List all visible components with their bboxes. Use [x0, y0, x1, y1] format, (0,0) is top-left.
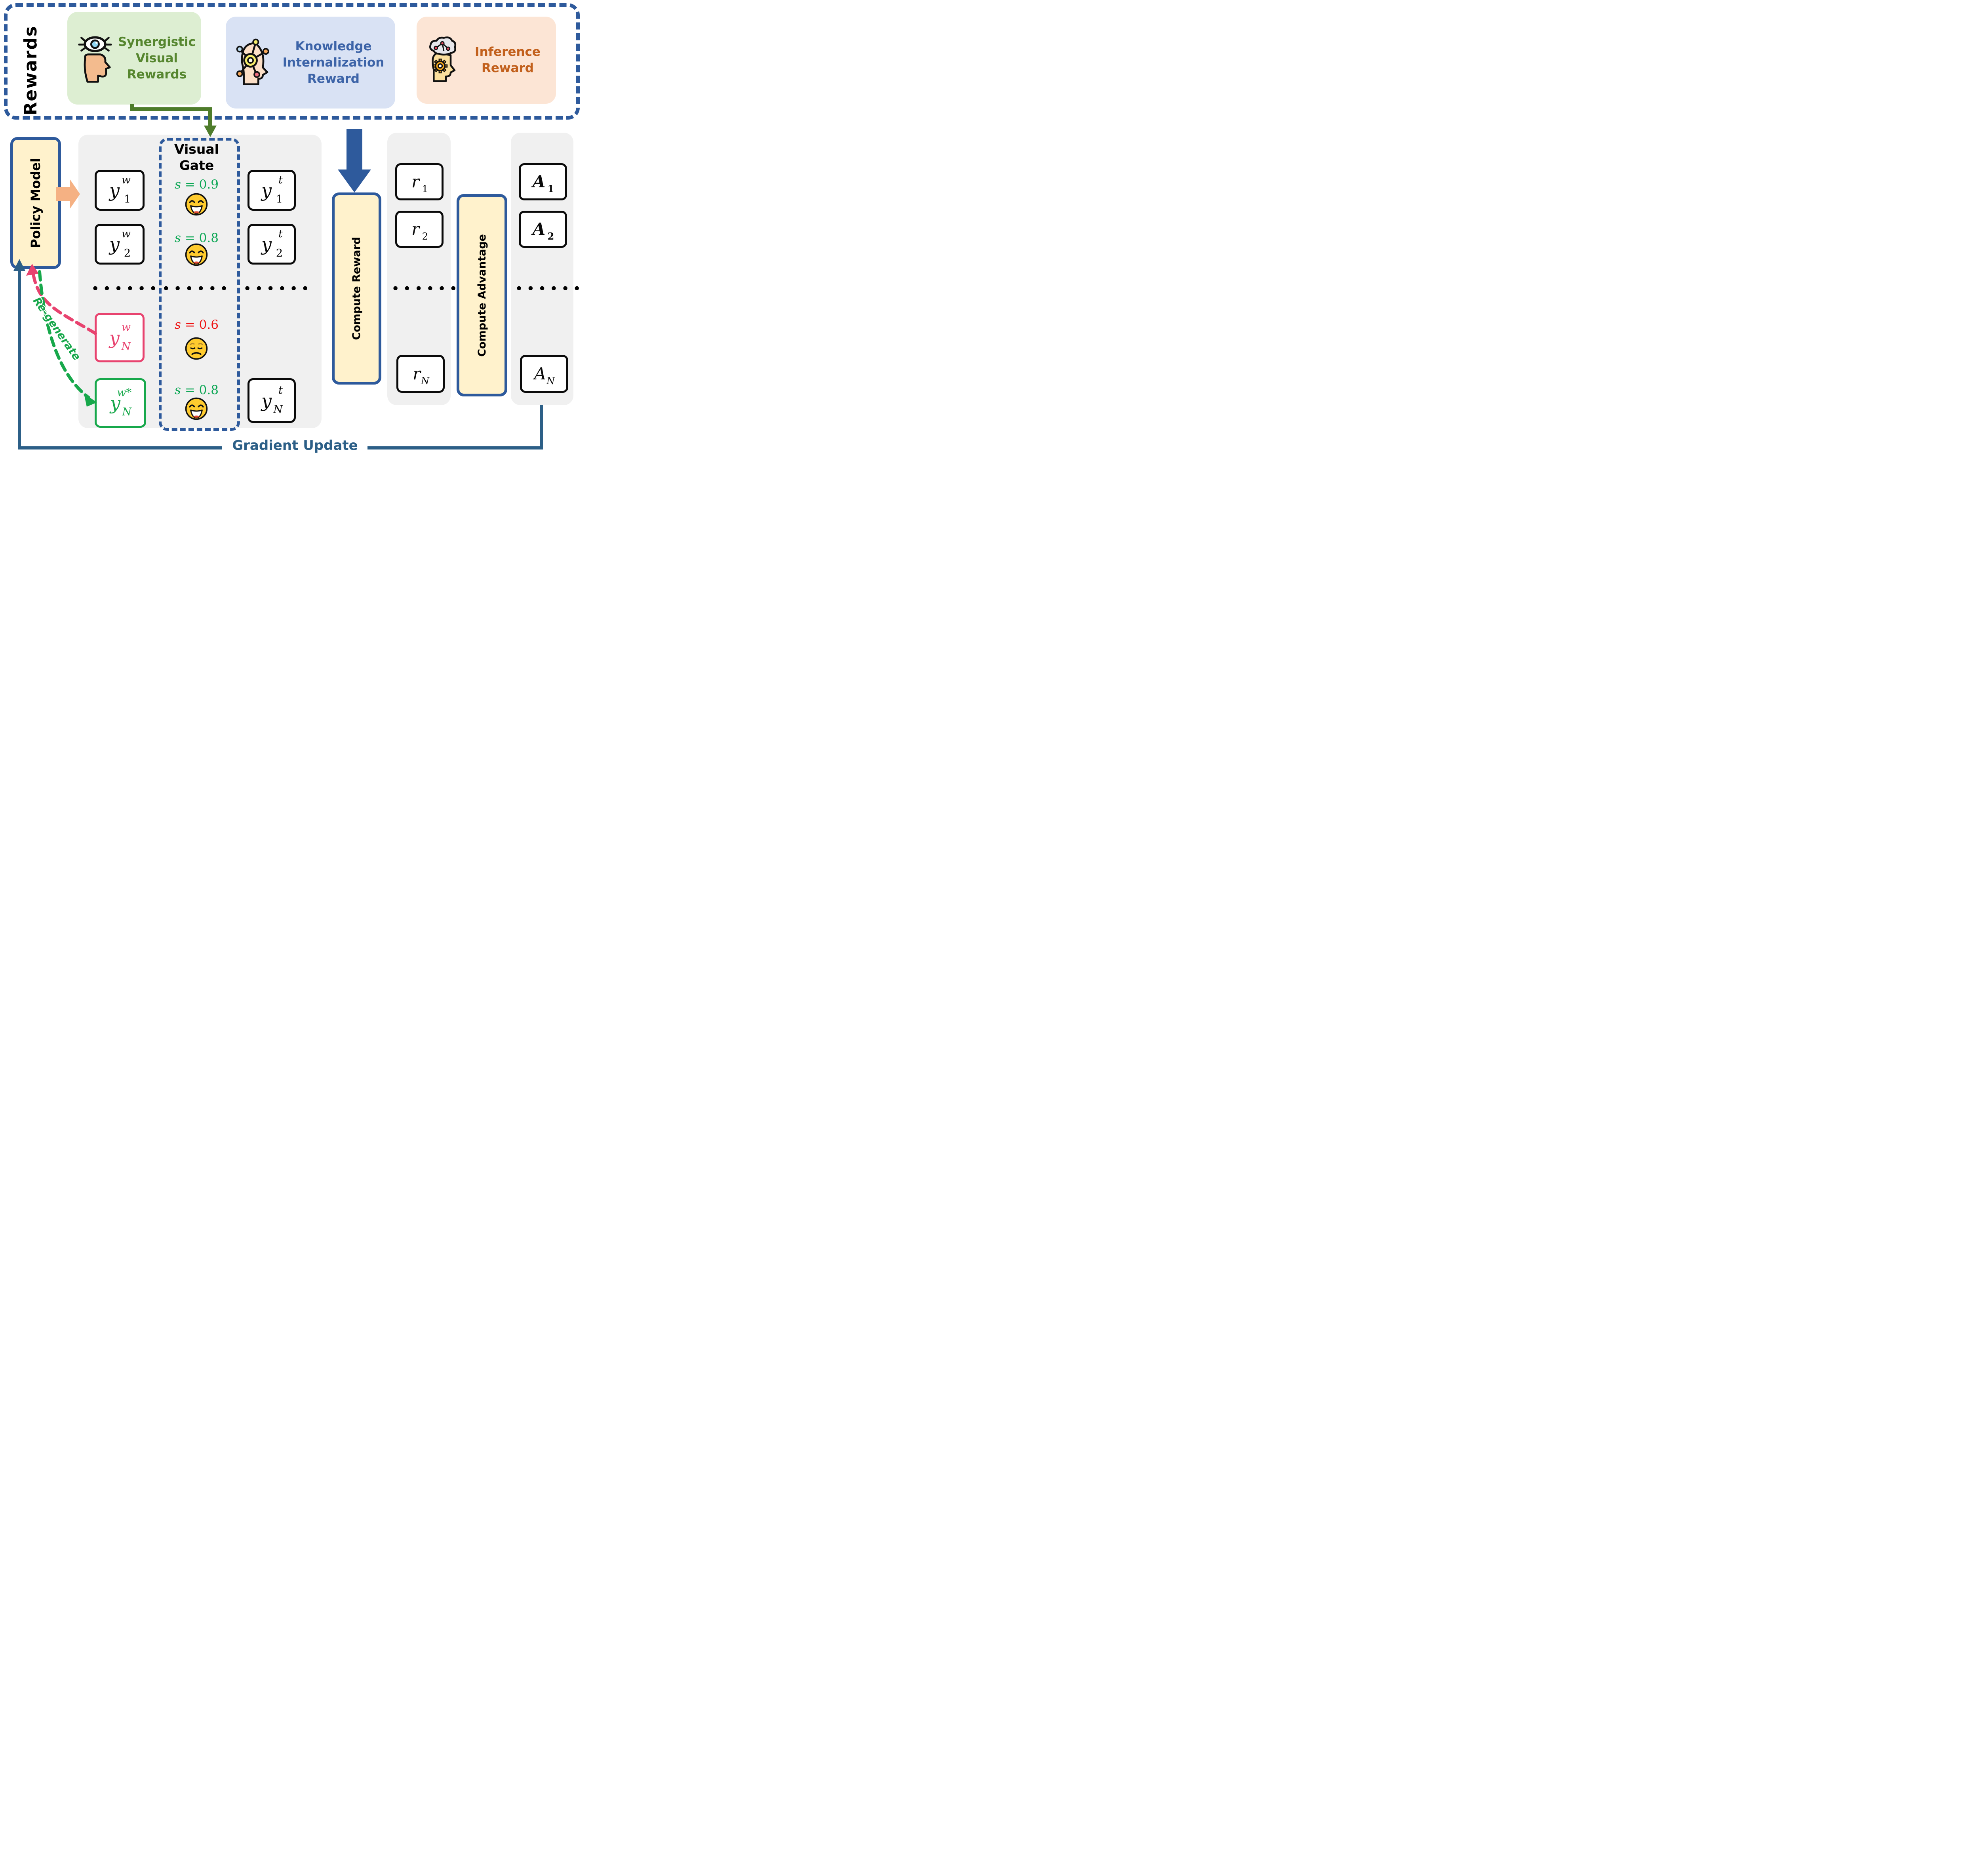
ellipsis-dots: •••••• — [243, 281, 313, 297]
inference-reward-card: Inference Reward — [417, 17, 556, 104]
gate-score-2: s = 0.8 — [175, 231, 219, 245]
knowledge-internalization-card: Knowledge Internalization Reward — [226, 17, 395, 109]
happy-emoji-icon — [185, 243, 208, 267]
figure-canvas: Rewards Synergistic Visual Rewards Knowl… — [0, 0, 580, 469]
ellipsis-dots: •••••• — [162, 281, 232, 297]
visual-gate-title: Visual Gate — [174, 141, 219, 173]
inference-card-title: Inference Reward — [475, 45, 541, 75]
rewards-section-label: Rewards — [20, 25, 41, 116]
compute-advantage-box: Compute Advantage — [457, 194, 507, 396]
ellipsis-dots: •••••• — [391, 281, 461, 297]
compute-reward-box: Compute Reward — [332, 192, 381, 385]
brain-gear-head-icon — [423, 35, 463, 86]
happy-emoji-icon — [185, 192, 208, 216]
gate-score-1: s = 0.9 — [175, 177, 219, 192]
ellipsis-dots: •••••• — [515, 281, 580, 297]
ellipsis-dots: •••••• — [91, 281, 161, 297]
rewards-dashed-container — [4, 3, 580, 120]
policy-model-box: Policy Model — [10, 137, 61, 269]
gate-score-3: s = 0.6 — [175, 318, 219, 332]
gradient-update-label: Gradient Update — [232, 438, 358, 453]
eye-head-icon — [74, 32, 116, 85]
network-head-icon — [234, 36, 275, 89]
knowledge-card-title: Knowledge Internalization Reward — [282, 39, 385, 86]
gate-score-4: s = 0.8 — [175, 383, 219, 397]
sad-emoji-icon — [185, 337, 208, 360]
happy-emoji-icon — [185, 397, 208, 421]
synergistic-card-title: Synergistic Visual Rewards — [118, 34, 196, 82]
synergistic-visual-rewards-card: Synergistic Visual Rewards — [67, 12, 201, 105]
rewards-down-arrow — [338, 129, 371, 192]
